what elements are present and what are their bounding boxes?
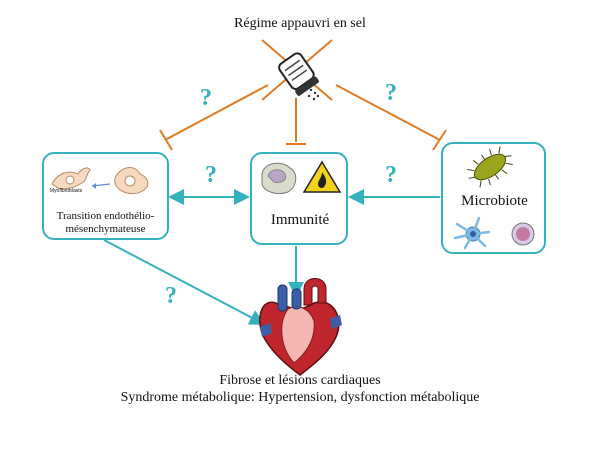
salt-shaker-icon <box>278 52 319 96</box>
inhibit-bar-microbiota <box>432 129 447 151</box>
inflammation-warning-icon <box>302 160 342 193</box>
fibroblast-cells-icon <box>51 167 149 195</box>
microbiota-label: Microbiote <box>461 193 528 209</box>
immune-cell-icon <box>261 162 297 195</box>
question-mark-5: ? <box>165 283 177 309</box>
inhibit-bar-emt <box>159 129 173 151</box>
microbiota-box: Microbiote <box>441 142 546 254</box>
question-mark-2: ? <box>385 80 397 106</box>
cell-icon <box>511 222 535 246</box>
inhibit-to-emt <box>164 84 269 141</box>
microbiota-icons <box>453 146 535 250</box>
diagram-title: Régime appauvri en sel <box>234 16 366 31</box>
emt-label-line2: mésenchymateuse <box>65 223 146 235</box>
immunity-box: Immunité <box>250 152 348 245</box>
emt-label: Transition endothélio- mésenchymateuse <box>44 210 167 236</box>
emt-box: Myofibroblasts Transition endothélio- mé… <box>42 152 169 240</box>
question-mark-4: ? <box>385 162 397 188</box>
caption-line2: Syndrome métabolique: Hypertension, dysf… <box>120 390 480 405</box>
myofibroblasts-label: Myofibroblasts <box>49 188 83 194</box>
bacteria-icon <box>467 146 513 188</box>
inhibit-to-microbiota <box>335 84 441 141</box>
dendritic-cell-icon <box>453 216 491 250</box>
arrow-emt-heart <box>103 239 266 325</box>
emt-label-line1: Transition endothélio- <box>56 210 155 222</box>
caption-line1: Fibrose et lésions cardiaques <box>219 373 381 388</box>
immunity-label: Immunité <box>270 212 330 228</box>
salt-grains <box>307 88 320 101</box>
inhibition-lines <box>159 84 447 151</box>
immunity-icons <box>261 160 342 195</box>
question-mark-1: ? <box>200 85 212 111</box>
question-mark-3: ? <box>205 162 217 188</box>
